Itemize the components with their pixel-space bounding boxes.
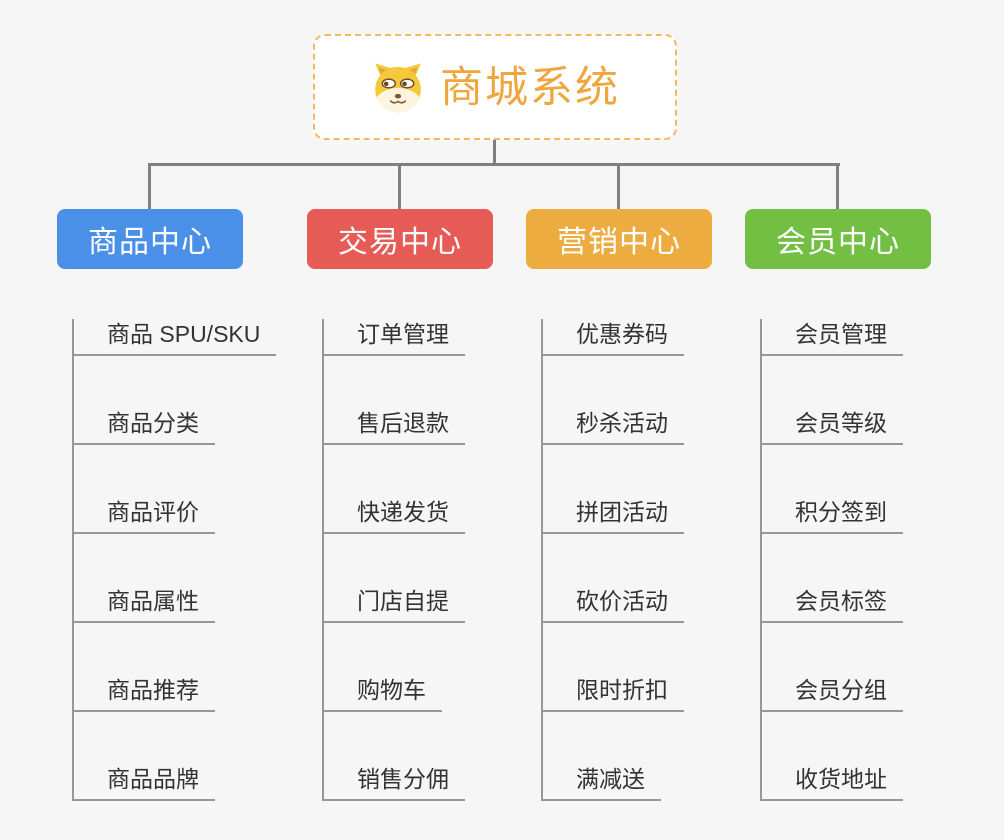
leaf-sales-commission[interactable]: 销售分佣 bbox=[324, 764, 465, 801]
leaf-order-management[interactable]: 订单管理 bbox=[324, 319, 465, 356]
leaf-flash-sale[interactable]: 秒杀活动 bbox=[543, 408, 684, 445]
leaf-group-buy[interactable]: 拼团活动 bbox=[543, 497, 684, 534]
branch-box-trade-center[interactable]: 交易中心 bbox=[307, 209, 493, 269]
leaf-list-trade: 订单管理 售后退款 快递发货 门店自提 购物车 销售分佣 bbox=[322, 319, 465, 801]
leaf-shipping-address[interactable]: 收货地址 bbox=[762, 764, 903, 801]
leaf-list-marketing: 优惠券码 秒杀活动 拼团活动 砍价活动 限时折扣 满减送 bbox=[541, 319, 684, 801]
doge-icon bbox=[375, 63, 421, 113]
branch-member-center: 会员中心 会员管理 会员等级 积分签到 会员标签 会员分组 收货地址 bbox=[745, 209, 985, 801]
leaf-product-attribute[interactable]: 商品属性 bbox=[74, 586, 215, 623]
root-node-mall-system[interactable]: 商城系统 bbox=[313, 34, 677, 140]
branch-box-member-center[interactable]: 会员中心 bbox=[745, 209, 931, 269]
leaf-product-brand[interactable]: 商品品牌 bbox=[74, 764, 215, 801]
leaf-time-discount[interactable]: 限时折扣 bbox=[543, 675, 684, 712]
leaf-member-management[interactable]: 会员管理 bbox=[762, 319, 903, 356]
connector-drop-member bbox=[836, 164, 839, 209]
connector-drop-marketing bbox=[617, 164, 620, 209]
leaf-points-checkin[interactable]: 积分签到 bbox=[762, 497, 903, 534]
branch-marketing-center: 营销中心 优惠券码 秒杀活动 拼团活动 砍价活动 限时折扣 满减送 bbox=[526, 209, 766, 801]
leaf-shopping-cart[interactable]: 购物车 bbox=[324, 675, 442, 712]
branch-product-center: 商品中心 商品 SPU/SKU 商品分类 商品评价 商品属性 商品推荐 商品品牌 bbox=[57, 209, 297, 801]
leaf-bargain[interactable]: 砍价活动 bbox=[543, 586, 684, 623]
leaf-spend-save[interactable]: 满减送 bbox=[543, 764, 661, 801]
leaf-product-recommend[interactable]: 商品推荐 bbox=[74, 675, 215, 712]
leaf-coupon-code[interactable]: 优惠券码 bbox=[543, 319, 684, 356]
connector-drop-trade bbox=[398, 164, 401, 209]
branch-box-marketing-center[interactable]: 营销中心 bbox=[526, 209, 712, 269]
leaf-aftersale-refund[interactable]: 售后退款 bbox=[324, 408, 465, 445]
leaf-member-tag[interactable]: 会员标签 bbox=[762, 586, 903, 623]
leaf-member-group[interactable]: 会员分组 bbox=[762, 675, 903, 712]
connector-root-stub bbox=[493, 140, 496, 165]
root-title: 商城系统 bbox=[440, 63, 620, 112]
connector-horizontal bbox=[148, 163, 840, 166]
leaf-list-product: 商品 SPU/SKU 商品分类 商品评价 商品属性 商品推荐 商品品牌 bbox=[72, 319, 277, 801]
leaf-product-category[interactable]: 商品分类 bbox=[74, 408, 215, 445]
leaf-member-level[interactable]: 会员等级 bbox=[762, 408, 903, 445]
leaf-product-spu-sku[interactable]: 商品 SPU/SKU bbox=[74, 319, 277, 356]
leaf-express-delivery[interactable]: 快递发货 bbox=[324, 497, 465, 534]
leaf-product-review[interactable]: 商品评价 bbox=[74, 497, 215, 534]
branch-trade-center: 交易中心 订单管理 售后退款 快递发货 门店自提 购物车 销售分佣 bbox=[307, 209, 547, 801]
connector-drop-product bbox=[148, 164, 151, 209]
branch-box-product-center[interactable]: 商品中心 bbox=[57, 209, 243, 269]
leaf-store-pickup[interactable]: 门店自提 bbox=[324, 586, 465, 623]
leaf-list-member: 会员管理 会员等级 积分签到 会员标签 会员分组 收货地址 bbox=[760, 319, 903, 801]
